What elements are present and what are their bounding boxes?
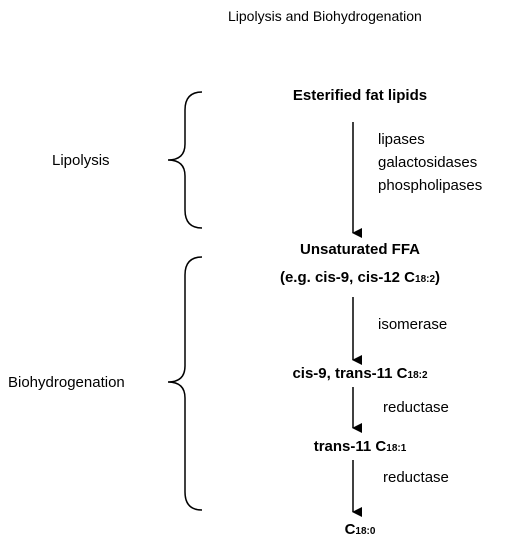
cla-text: cis-9, trans-11 C (292, 365, 408, 382)
enzyme-lipases: lipases (378, 131, 425, 148)
enzyme-phospholipases: phospholipases (378, 177, 483, 194)
node-trans11: trans-11 C18:1 (200, 439, 520, 454)
lipolysis-label: Lipolysis (52, 152, 110, 169)
node-unsaturated-ffa-example: (e.g. cis-9, cis-12 C18:2) (200, 270, 520, 285)
example-close: ) (435, 269, 441, 286)
vaccenic-text: trans-11 C (313, 438, 387, 455)
biohydrogenation-label: Biohydrogenation (8, 374, 125, 391)
enzyme-reductase-1: reductase (383, 399, 449, 416)
enzyme-galactosidases: galactosidases (378, 154, 478, 171)
enzyme-isomerase: isomerase (378, 316, 448, 333)
example-subscript: 18:2 (415, 274, 436, 285)
node-unsaturated-ffa: Unsaturated FFA (299, 241, 420, 258)
node-esterified-fat-lipids: Esterified fat lipids (292, 87, 428, 104)
diagram-title: Lipolysis and Biohydrogenation (228, 8, 422, 24)
enzyme-reductase-2: reductase (383, 469, 449, 486)
vaccenic-subscript: 18:1 (386, 443, 407, 454)
lipolysis-brace (167, 91, 203, 229)
stearic-subscript: 18:0 (355, 526, 376, 537)
cla-subscript: 18:2 (407, 370, 428, 381)
biohydrogenation-brace (167, 256, 203, 511)
example-text: (e.g. cis-9, cis-12 C (279, 269, 416, 286)
stearic-text: C (344, 521, 356, 538)
node-cis9-trans11: cis-9, trans-11 C18:2 (200, 366, 520, 381)
node-c18-0: C18:0 (200, 522, 520, 537)
